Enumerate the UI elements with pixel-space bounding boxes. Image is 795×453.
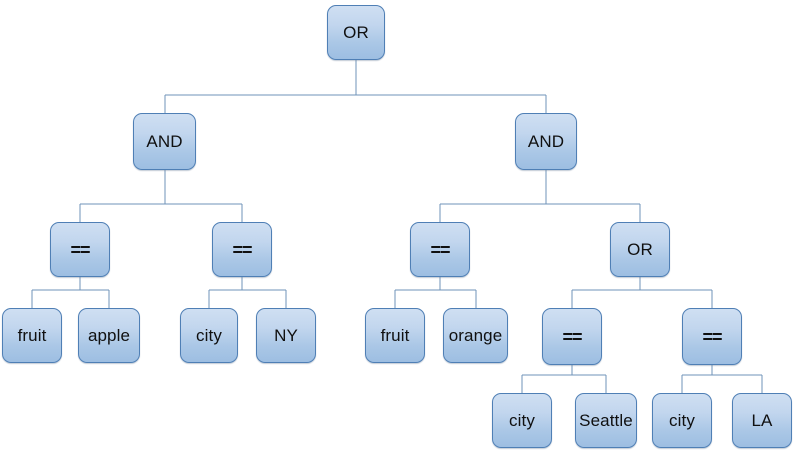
tree-node-leaf-n9[interactable]: city — [180, 308, 238, 363]
tree-node-comparison-n13[interactable]: == — [542, 308, 602, 365]
tree-node-label: city — [196, 326, 222, 345]
tree-node-label: LA — [751, 411, 773, 430]
tree-node-leaf-n11[interactable]: fruit — [365, 308, 425, 363]
tree-node-label: OR — [627, 240, 653, 259]
tree-node-operator-n0[interactable]: OR — [327, 5, 385, 60]
tree-node-label: Seattle — [579, 411, 633, 430]
tree-node-label: == — [430, 239, 450, 260]
tree-node-leaf-n18[interactable]: LA — [732, 393, 792, 448]
tree-node-comparison-n3[interactable]: == — [50, 222, 110, 277]
tree-node-comparison-n14[interactable]: == — [682, 308, 742, 365]
tree-node-label: fruit — [380, 326, 410, 345]
tree-node-label: == — [70, 239, 90, 260]
tree-node-label: == — [702, 326, 722, 347]
tree-node-operator-n2[interactable]: AND — [515, 113, 577, 170]
tree-node-operator-n6[interactable]: OR — [610, 222, 670, 277]
tree-node-leaf-n17[interactable]: city — [652, 393, 712, 448]
tree-node-label: fruit — [17, 326, 47, 345]
tree-node-leaf-n10[interactable]: NY — [256, 308, 316, 363]
tree-node-label: NY — [274, 326, 298, 345]
tree-node-leaf-n8[interactable]: apple — [78, 308, 140, 363]
tree-node-label: city — [509, 411, 535, 430]
tree-node-label: AND — [146, 132, 183, 151]
tree-node-leaf-n7[interactable]: fruit — [2, 308, 62, 363]
tree-node-label: orange — [448, 326, 503, 345]
tree-node-comparison-n5[interactable]: == — [410, 222, 470, 277]
tree-node-label: AND — [527, 132, 565, 151]
tree-node-label: == — [232, 239, 252, 260]
tree-node-label: == — [562, 326, 582, 347]
tree-node-operator-n1[interactable]: AND — [133, 113, 196, 170]
tree-node-label: OR — [343, 23, 369, 42]
tree-node-leaf-n16[interactable]: Seattle — [575, 393, 637, 448]
tree-node-leaf-n12[interactable]: orange — [443, 308, 508, 363]
tree-node-label: city — [669, 411, 695, 430]
tree-node-leaf-n15[interactable]: city — [492, 393, 552, 448]
tree-node-label: apple — [87, 326, 131, 345]
tree-node-comparison-n4[interactable]: == — [212, 222, 272, 277]
